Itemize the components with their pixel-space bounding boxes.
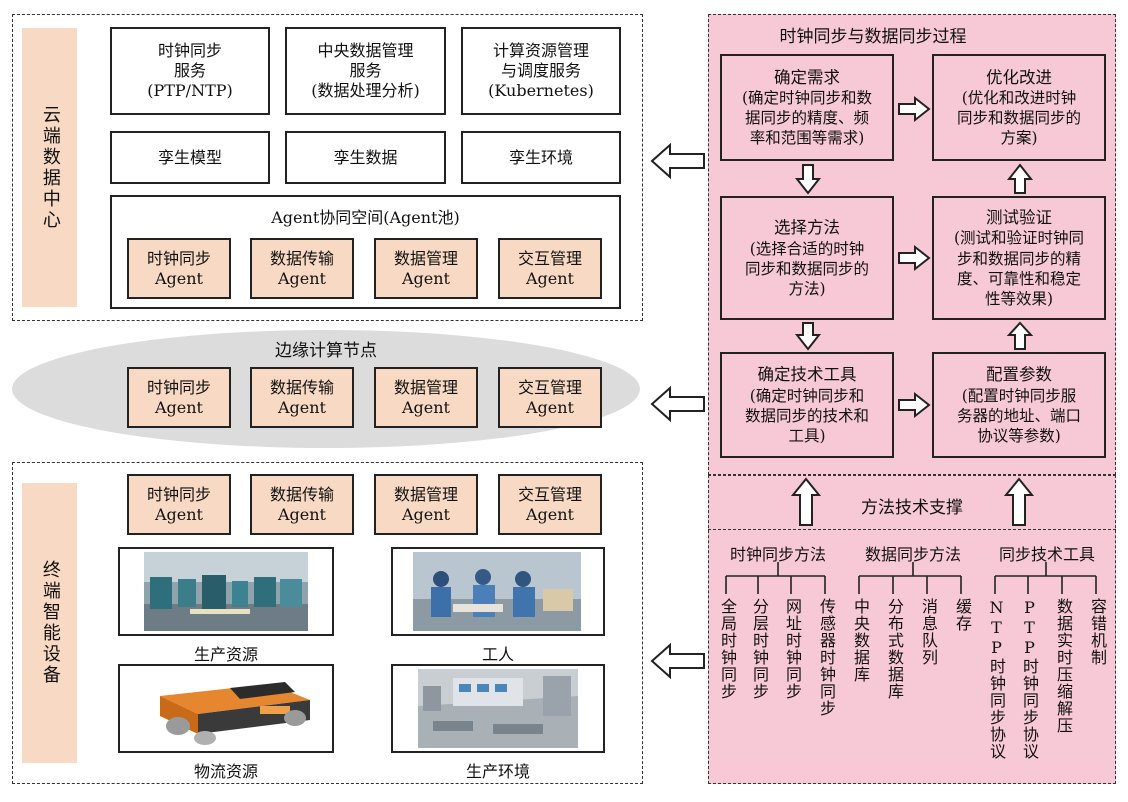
cloud-data-transfer-agent: 数据传输 Agent xyxy=(250,238,354,299)
edge-node-label: 边缘计算节点 xyxy=(275,341,377,361)
workers-image xyxy=(391,547,605,636)
cloud-data-center-label: 云端数据中心 xyxy=(22,28,77,307)
support-item-sensor-clock: 传感器时钟同步 xyxy=(817,598,836,717)
clock-sync-service: 时钟同步 服务 (PTP/NTP) xyxy=(110,27,270,115)
support-item-global-clock: 全局时钟同步 xyxy=(718,598,737,700)
step-select-method: 选择方法 (选择合适的时钟 同步和数据同步的 方法) xyxy=(720,196,894,320)
edge-data-management-agent: 数据管理 Agent xyxy=(374,367,478,428)
cloud-data-management-agent: 数据管理 Agent xyxy=(374,238,478,299)
step-test-verify-title: 测试验证 xyxy=(986,208,1052,227)
step-configure-parameters: 配置参数 (配置时钟同步服 务器的地址、端口 协议等参数) xyxy=(932,352,1106,458)
terminal-interaction-management-agent: 交互管理 Agent xyxy=(498,474,602,535)
arrow-select-to-test-icon xyxy=(898,244,931,272)
workers-caption: 工人 xyxy=(481,645,514,664)
step-optimize: 优化改进 (优化和改进时钟 同步和数据同步的 方案) xyxy=(932,54,1106,161)
step-select-method-body: (选择合适的时钟 同步和数据同步的 方法) xyxy=(744,239,869,298)
arrow-req-to-select-icon xyxy=(794,164,822,195)
twin-data: 孪生数据 xyxy=(285,131,446,184)
step-configure-parameters-body: (配置时钟同步服 务器的地址、端口 协议等参数) xyxy=(956,386,1081,445)
support-item-ntp: NTP时钟同步协议 xyxy=(987,598,1006,760)
terminal-devices-panel xyxy=(12,462,643,784)
support-item-compression: 数据实时压缩解压 xyxy=(1054,598,1073,734)
support-item-ptp: PTP时钟同步协议 xyxy=(1020,598,1039,760)
support-divider xyxy=(708,529,1116,530)
arrow-test-to-optimize-icon xyxy=(1006,163,1034,194)
step-select-method-title: 选择方法 xyxy=(774,218,840,238)
support-item-cache: 缓存 xyxy=(953,598,972,632)
cloud-interaction-management-agent: 交互管理 Agent xyxy=(498,238,602,299)
production-resources-image xyxy=(118,547,334,636)
support-panel xyxy=(708,475,1116,784)
production-environment-image xyxy=(391,664,605,753)
support-item-message-queue: 消息队列 xyxy=(919,598,938,666)
step-test-verify-body: (测试和验证时钟同 步和数据同步的精 度、可靠性和稳定 性等效果) xyxy=(953,229,1085,308)
support-group-tools: 同步技术工具 xyxy=(998,545,1095,564)
terminal-clock-sync-agent: 时钟同步 Agent xyxy=(127,474,231,535)
support-tree-lines xyxy=(725,562,1097,594)
step-optimize-title: 优化改进 xyxy=(986,67,1052,87)
step-determine-requirements-body: (确定时钟同步和数 据同步的精度、频 率和范围等需求) xyxy=(741,89,873,148)
support-item-hierarchical-clock: 分层时钟同步 xyxy=(750,598,769,700)
sync-process-title: 时钟同步与数据同步过程 xyxy=(779,27,967,47)
terminal-data-management-agent: 数据管理 Agent xyxy=(374,474,478,535)
cloud-clock-sync-agent: 时钟同步 Agent xyxy=(127,238,231,299)
terminal-devices-label: 终端智能设备 xyxy=(22,483,77,763)
support-title: 方法技术支撑 xyxy=(861,498,963,518)
twin-model: 孪生模型 xyxy=(110,131,270,184)
support-group-clock-methods: 时钟同步方法 xyxy=(729,545,826,564)
compute-resource-scheduling-service: 计算资源管理 与调度服务 (Kubernetes) xyxy=(461,27,621,115)
agent-collab-space-title: Agent协同空间(Agent池) xyxy=(271,208,460,227)
arrow-config-to-test-icon xyxy=(1006,321,1034,350)
step-configure-parameters-title: 配置参数 xyxy=(986,365,1052,385)
arrow-support-left-up-icon xyxy=(790,477,822,526)
support-group-data-methods: 数据同步方法 xyxy=(864,545,961,564)
step-determine-tools-body: (确定时钟同步和 数据同步的技术和 工具) xyxy=(744,386,869,445)
arrow-to-terminal-icon xyxy=(650,642,705,680)
arrow-to-edge-icon xyxy=(650,385,705,423)
step-determine-requirements: 确定需求 (确定时钟同步和数 据同步的精度、频 率和范围等需求) xyxy=(720,54,894,161)
edge-interaction-management-agent: 交互管理 Agent xyxy=(498,367,602,428)
production-environment-caption: 生产环境 xyxy=(465,762,530,781)
arrow-tools-to-config-icon xyxy=(898,391,931,419)
production-resources-caption: 生产资源 xyxy=(193,645,258,664)
arrow-to-cloud-icon xyxy=(650,142,705,180)
central-data-management-service: 中央数据管理 服务 (数据处理分析) xyxy=(285,27,446,115)
terminal-data-transfer-agent: 数据传输 Agent xyxy=(250,474,354,535)
arrow-req-to-optimize-icon xyxy=(898,95,931,123)
terminal-label-text: 终端智能设备 xyxy=(39,560,61,686)
arrow-support-right-up-icon xyxy=(1003,477,1035,526)
support-item-distributed-db: 分布式数据库 xyxy=(885,598,904,700)
step-determine-tools-title: 确定技术工具 xyxy=(757,365,857,385)
edge-data-transfer-agent: 数据传输 Agent xyxy=(250,367,354,428)
step-determine-requirements-title: 确定需求 xyxy=(774,67,840,87)
step-determine-tools: 确定技术工具 (确定时钟同步和 数据同步的技术和 工具) xyxy=(720,352,894,458)
support-item-central-db: 中央数据库 xyxy=(851,598,870,683)
cloud-label-text: 云端数据中心 xyxy=(39,104,61,231)
step-optimize-body: (优化和改进时钟 同步和数据同步的 方案) xyxy=(956,89,1081,148)
twin-environment: 孪生环境 xyxy=(461,131,621,184)
support-item-network-clock: 网址时钟同步 xyxy=(783,598,802,700)
logistics-resources-image xyxy=(118,664,334,753)
edge-clock-sync-agent: 时钟同步 Agent xyxy=(127,367,231,428)
cloud-data-center-panel xyxy=(12,14,643,321)
step-test-verify: 测试验证 (测试和验证时钟同 步和数据同步的精 度、可靠性和稳定 性等效果) xyxy=(932,196,1106,320)
arrow-select-to-tools-icon xyxy=(794,322,822,351)
support-item-fault-tolerance: 容错机制 xyxy=(1088,598,1107,666)
logistics-resources-caption: 物流资源 xyxy=(193,762,258,781)
